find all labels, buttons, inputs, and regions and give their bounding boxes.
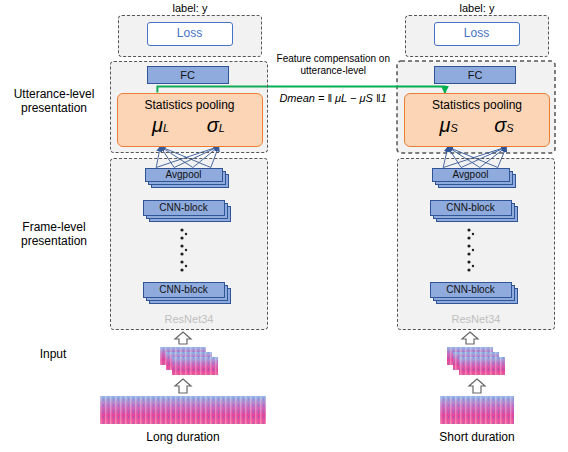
resnet-panel: ResNet34AvgpoolCNN-blockCNN-block	[397, 158, 555, 330]
box-label: CNN-block	[431, 202, 511, 214]
output-panel: label: yLoss	[405, 15, 549, 57]
loss-box: Loss	[147, 22, 233, 46]
box-label: Utterance-level presentation	[5, 88, 103, 116]
box-label: FC	[148, 68, 228, 81]
box-label: Statistics pooling	[405, 99, 549, 113]
box-label: CNN-block	[144, 284, 224, 296]
box-label: label: y	[406, 2, 548, 15]
fc-box: FC	[434, 66, 516, 84]
box-label: Loss	[148, 27, 232, 41]
avgpool-box: Avgpool	[432, 168, 510, 182]
box-label: Statistics pooling	[118, 99, 262, 113]
cnn-block: CNN-block	[143, 282, 225, 298]
loss-box: Loss	[434, 22, 520, 46]
caption-label: Long duration	[103, 430, 263, 444]
pooling-box: Statistics poolingμS σS	[404, 93, 550, 147]
box-label: FC	[435, 69, 515, 82]
pooling-box: Statistics poolingμL σL	[117, 93, 263, 147]
box-label: label: y	[119, 2, 261, 15]
cnn-block: CNN-block	[430, 282, 512, 298]
box-label: Avgpool	[146, 169, 222, 181]
spectrogram	[100, 347, 514, 424]
box-label: CNN-block	[144, 202, 224, 214]
caption-label: Short duration	[412, 430, 542, 444]
box-label: Frame-level presentation	[5, 221, 103, 249]
symbol-label: μL	[152, 114, 169, 137]
output-panel: label: yLoss	[118, 15, 262, 57]
cnn-block: CNN-block	[143, 200, 225, 216]
box-label: ResNet34	[398, 313, 554, 326]
formula-label: Dmean = ‖ μL − μS ‖1	[271, 92, 395, 104]
avgpool-box: Avgpool	[145, 168, 223, 182]
box-label: CNN-block	[431, 284, 511, 296]
edge-label: Feature compensation on utterance-level	[274, 53, 392, 77]
hollow-arrow	[175, 332, 485, 393]
resnet-panel: Frame-level presentationResNet34AvgpoolC…	[110, 158, 268, 330]
row-label: Input	[8, 347, 98, 361]
symbol-label: μS	[440, 114, 458, 137]
symbol-label: ResNet34	[111, 313, 267, 326]
box-label: Avgpool	[433, 169, 509, 181]
symbol-label: σL	[207, 114, 225, 137]
symbol-label: σS	[494, 114, 513, 137]
fc-box: FC	[147, 66, 229, 84]
cnn-block: CNN-block	[430, 200, 512, 216]
box-label: Loss	[435, 27, 519, 41]
dashed-panel	[397, 61, 555, 153]
utterance-panel: Utterance-level presentationFCStatistics…	[110, 61, 268, 153]
